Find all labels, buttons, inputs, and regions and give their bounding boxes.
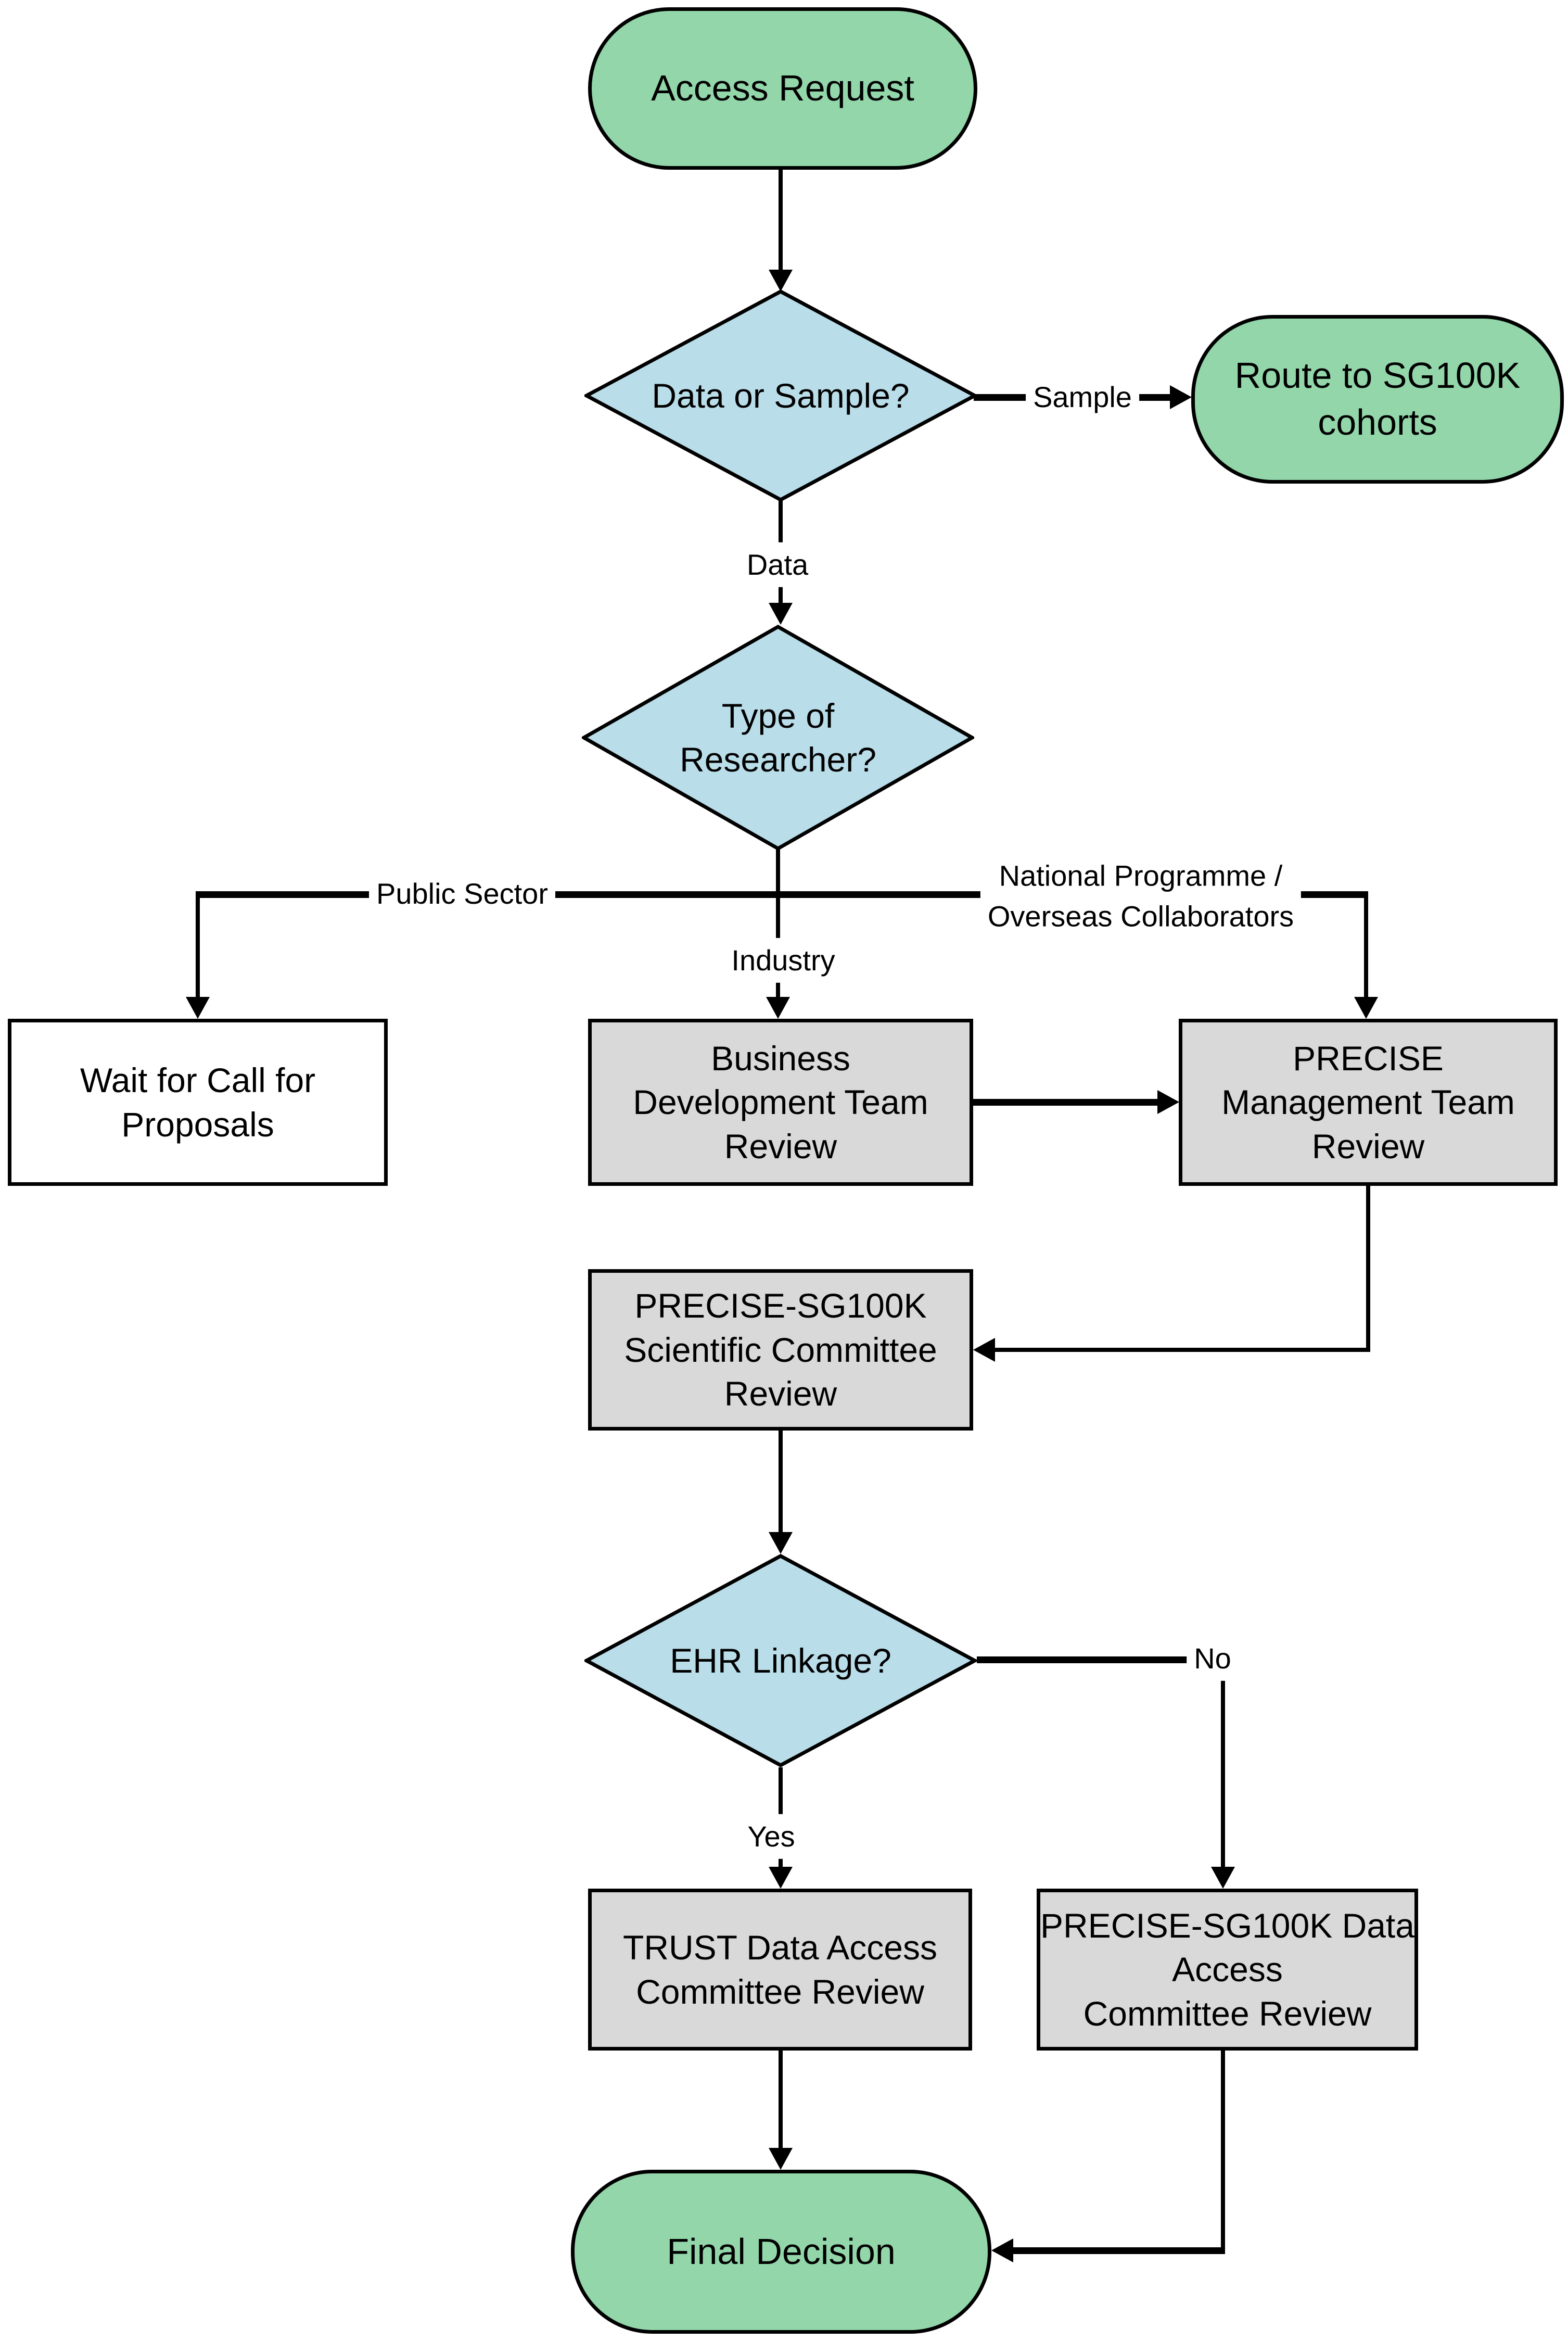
edge-trust-to-final-arrowhead <box>769 2148 793 2170</box>
edge-yes-arrowhead <box>769 1867 793 1889</box>
edge-label-line: Overseas Collaborators <box>987 900 1294 933</box>
edge-bdt-to-pmt-arrowhead <box>1157 1090 1179 1114</box>
edge-pmt-to-sci-line <box>994 1348 1370 1352</box>
access-request-terminal: Access Request <box>588 7 977 170</box>
node-label: Access <box>1172 1950 1283 1989</box>
business-development-team-review-process: Business Development Team Review <box>588 1019 973 1186</box>
edge-access-to-datasample-line <box>779 170 783 272</box>
node-label: cohorts <box>1318 402 1437 442</box>
edge-data-arrowhead <box>769 603 793 625</box>
edge-bdt-to-pmt-line <box>973 1099 1161 1106</box>
scientific-committee-review-process: PRECISE-SG100K Scientific Committee Revi… <box>588 1269 973 1431</box>
node-label: TRUST Data Access <box>623 1928 937 1967</box>
edge-label-line: National Programme / <box>999 859 1283 892</box>
node-label: Review <box>724 1374 837 1413</box>
edge-pdac-to-final-arrowhead <box>991 2238 1013 2262</box>
node-label: PRECISE <box>1293 1039 1444 1078</box>
node-label: Route to SG100K <box>1234 355 1521 396</box>
edge-no-down-line <box>1221 1660 1225 1868</box>
node-label: Business <box>711 1039 850 1078</box>
data-or-sample-decision: Data or Sample? <box>624 302 937 489</box>
ehr-linkage-decision: EHR Linkage? <box>624 1567 937 1754</box>
edge-label-industry: Industry <box>724 938 843 983</box>
edge-sci-to-ehr-arrowhead <box>769 1532 793 1554</box>
type-of-researcher-decision: Type of Researcher? <box>622 638 934 838</box>
decision-label: Researcher? <box>680 740 876 779</box>
edge-public-sector-line <box>196 891 200 998</box>
type-of-researcher-decision-shape <box>582 625 974 851</box>
edge-national-programme-line <box>1364 891 1368 998</box>
decision-label: Data or Sample? <box>652 376 910 415</box>
precise-management-team-review-process: PRECISE Management Team Review <box>1179 1019 1558 1186</box>
node-label: Final Decision <box>667 2231 896 2272</box>
edge-industry-arrowhead <box>766 997 790 1019</box>
ehr-linkage-decision-shape <box>584 1554 977 1767</box>
data-or-sample-decision-shape <box>584 289 977 502</box>
edge-trust-to-final-line <box>779 2051 783 2149</box>
node-label: Access Request <box>651 68 914 109</box>
decision-label: EHR Linkage? <box>670 1641 891 1680</box>
precise-sg100k-dac-review-process: PRECISE-SG100K Data Access Committee Rev… <box>1037 1889 1418 2051</box>
edge-pdac-to-final-line <box>1012 2247 1225 2254</box>
node-label: PRECISE-SG100K Data <box>1040 1906 1414 1945</box>
decision-label: Type of <box>721 696 835 735</box>
node-label: PRECISE-SG100K <box>634 1286 927 1325</box>
node-label: Development Team <box>633 1083 928 1122</box>
trust-dac-review-process: TRUST Data Access Committee Review <box>588 1889 972 2051</box>
node-label: Management Team <box>1221 1083 1515 1122</box>
node-label: Proposals <box>121 1105 274 1144</box>
wait-for-call-process: Wait for Call for Proposals <box>8 1019 388 1186</box>
edge-access-to-datasample-arrowhead <box>769 270 793 292</box>
edge-industry-line <box>776 849 780 998</box>
edge-label-no: No <box>1187 1636 1239 1681</box>
edge-pmt-down-line <box>1366 1186 1370 1350</box>
node-label: Committee Review <box>1083 1994 1372 2033</box>
edge-label-sample: Sample <box>1026 374 1139 420</box>
edge-label-yes: Yes <box>740 1814 802 1859</box>
final-decision-terminal: Final Decision <box>571 2170 991 2334</box>
route-to-sg100k-terminal: Route to SG100K cohorts <box>1191 315 1564 484</box>
edge-pdac-down-line <box>1221 2051 1225 2254</box>
edge-national-programme-arrowhead <box>1354 997 1378 1019</box>
edge-pmt-to-sci-arrowhead <box>973 1338 995 1362</box>
edge-label-data: Data <box>739 542 816 588</box>
edge-label-public-sector: Public Sector <box>369 871 555 917</box>
edge-sci-to-ehr-line <box>779 1431 783 1535</box>
node-label: Scientific Committee <box>624 1330 937 1369</box>
edge-sample-arrowhead <box>1170 385 1192 409</box>
node-label: Wait for Call for <box>80 1061 316 1100</box>
edge-public-sector-arrowhead <box>186 997 210 1019</box>
node-label: Review <box>724 1127 837 1166</box>
edge-label-national-programme: National Programme / Overseas Collaborat… <box>980 853 1302 940</box>
node-label: Review <box>1311 1127 1425 1166</box>
edge-no-line <box>977 1656 1225 1663</box>
edge-no-arrowhead <box>1211 1867 1235 1889</box>
node-label: Committee Review <box>636 1972 924 2011</box>
